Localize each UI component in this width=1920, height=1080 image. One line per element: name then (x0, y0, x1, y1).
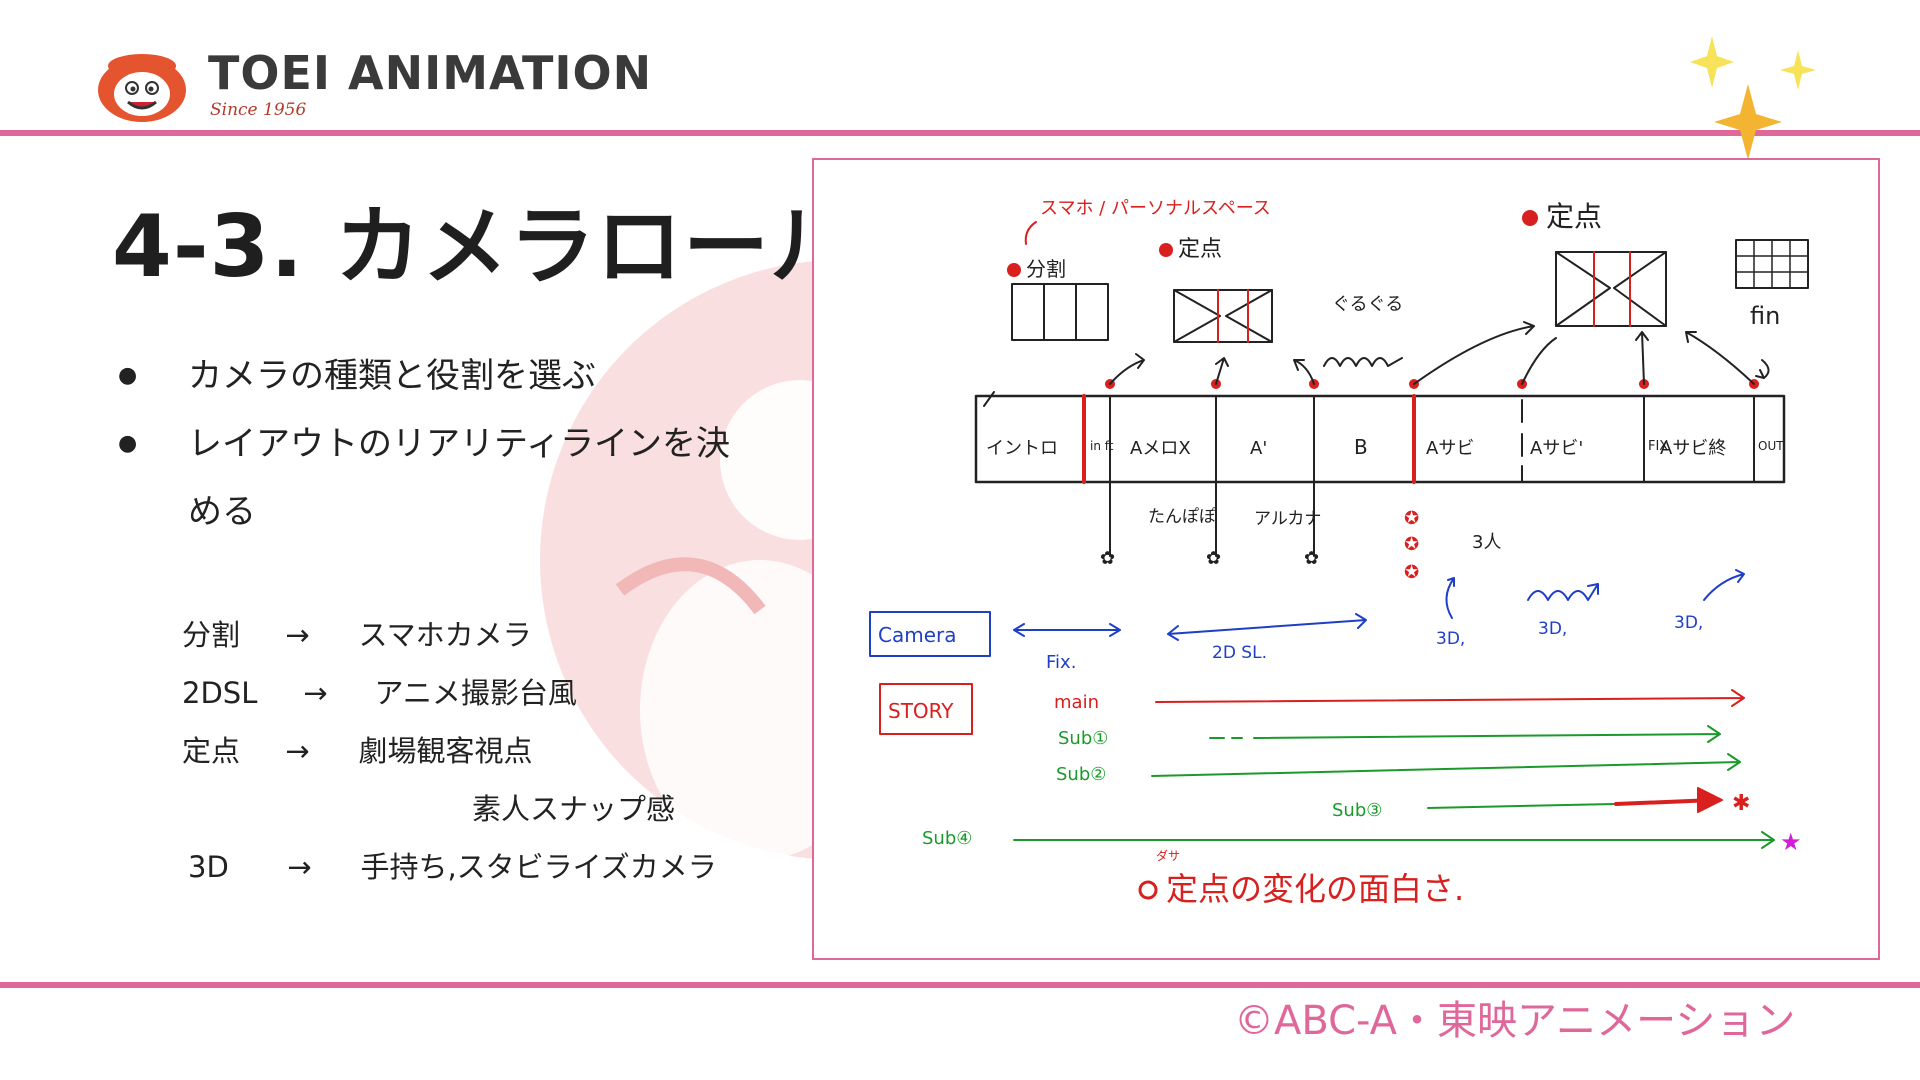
line-sub3-label: Sub③ (1332, 800, 1382, 821)
line-main-label: main (1054, 692, 1099, 713)
label-fin: fin (1750, 302, 1780, 330)
mapping-right: 劇場観客視点 (358, 734, 533, 768)
mapping-left: 定点 (182, 734, 241, 768)
line-sub4-label: Sub④ (922, 828, 972, 849)
segment-asabi: Aサビ (1426, 438, 1474, 459)
red-star-icon: ✱ (1732, 791, 1750, 816)
bullet-item: ● レイアウトのリアリティラインを決める (112, 410, 788, 546)
brand-name: TOEI ANIMATION (208, 46, 653, 100)
marker-star-icon: ✿ (1206, 548, 1221, 569)
label-2dsl: 2D SL. (1212, 643, 1267, 663)
bullet-text: カメラの種類と役割を選ぶ (188, 356, 596, 396)
label-3d-2: 3D, (1538, 619, 1567, 639)
bullet-dot-icon: ● (118, 363, 138, 388)
mapping-arrow: → (287, 850, 312, 884)
marker-star-icon: ✿ (1100, 548, 1115, 569)
bullet-list: ● カメラの種類と役割を選ぶ ● レイアウトのリアリティラインを決める (112, 342, 788, 546)
line-sub1-label: Sub① (1058, 728, 1108, 749)
top-note: スマホ / パーソナルスペース (1040, 198, 1271, 219)
conclusion-note: 定点の変化の面白さ. (1166, 870, 1464, 908)
segment-inft: in ft (1090, 439, 1114, 453)
mapping-right: アニメ撮影台風 (374, 676, 577, 710)
header-divider (0, 130, 1920, 136)
note-arukanto: アルカナ (1254, 509, 1321, 529)
mapping-row: 素人スナップ感 (472, 786, 675, 828)
mapping-row: 定点 → 劇場観客視点 (182, 728, 532, 770)
brand-since: Since 1956 (210, 100, 307, 120)
segment-asabi-prime: Aサビ' (1530, 438, 1583, 459)
bullet-dot-icon: ● (118, 431, 138, 456)
mapping-left: 3D (188, 850, 229, 884)
marker-star-icon: ✿ (1304, 548, 1319, 569)
label-guruguru: ぐるぐる (1332, 294, 1403, 315)
note-3nin: 3人 (1472, 532, 1501, 553)
label-3d-1: 3D, (1436, 629, 1465, 649)
note-dasa: ダサ (1156, 848, 1180, 863)
mapping-row: 3D → 手持ち,スタビライズカメラ (188, 844, 717, 886)
red-star-icon: ✪ (1404, 508, 1419, 529)
sketch-panel: スマホ / パーソナルスペース 分割 定点 ぐるぐる 定点 (812, 158, 1880, 960)
camera-roll-sketch: スマホ / パーソナルスペース 分割 定点 ぐるぐる 定点 (869, 198, 1809, 908)
red-star-icon: ✪ (1404, 534, 1419, 555)
line-sub2-label: Sub② (1056, 764, 1106, 785)
mapping-left: 分割 (182, 618, 241, 652)
mapping-arrow: → (285, 734, 310, 768)
bullet-text: レイアウトのリアリティラインを決める (188, 424, 730, 532)
label-teiten-1: 定点 (1178, 237, 1222, 262)
segment-b: B (1354, 435, 1368, 459)
mapping-right: 素人スナップ感 (472, 792, 676, 826)
story-label: STORY (888, 699, 954, 723)
camera-label: Camera (878, 623, 957, 647)
mapping-arrow: → (303, 676, 328, 710)
note-tanpopo: たんぽぽ (1148, 507, 1216, 527)
label-teiten-2: 定点 (1546, 200, 1602, 233)
red-star-icon: ✪ (1404, 562, 1419, 583)
segment-amelo: AメロX (1130, 438, 1191, 459)
segment-fix: FIX (1648, 439, 1668, 454)
segment-a-prime: A' (1250, 438, 1267, 459)
mapping-right: 手持ち,スタビライズカメラ (360, 850, 717, 884)
mapping-row: 2DSL → アニメ撮影台風 (182, 670, 577, 712)
sparkle-decoration-icon (1690, 36, 1816, 160)
toei-cat-logo (98, 54, 186, 122)
mapping-arrow: → (285, 618, 310, 652)
mapping-right: スマホカメラ (358, 618, 532, 652)
mapping-row: 分割 → スマホカメラ (182, 612, 532, 654)
magenta-star-icon: ★ (1780, 828, 1802, 856)
footer-divider (0, 982, 1920, 988)
label-bunkatsu: 分割 (1026, 257, 1066, 281)
bullet-item: ● カメラの種類と役割を選ぶ (112, 342, 788, 410)
segment-asabi-end: Aサビ終 (1660, 438, 1726, 459)
label-3d-3: 3D, (1674, 613, 1703, 633)
copyright-notice: ©ABC-A・東映アニメーション (1234, 998, 1796, 1044)
label-fix: Fix. (1046, 652, 1076, 673)
slide-title: 4-3. カメラロール (112, 197, 857, 297)
segment-out: OUT (1758, 439, 1784, 453)
mapping-left: 2DSL (182, 676, 258, 710)
segment-intro: イントロ (986, 438, 1058, 459)
